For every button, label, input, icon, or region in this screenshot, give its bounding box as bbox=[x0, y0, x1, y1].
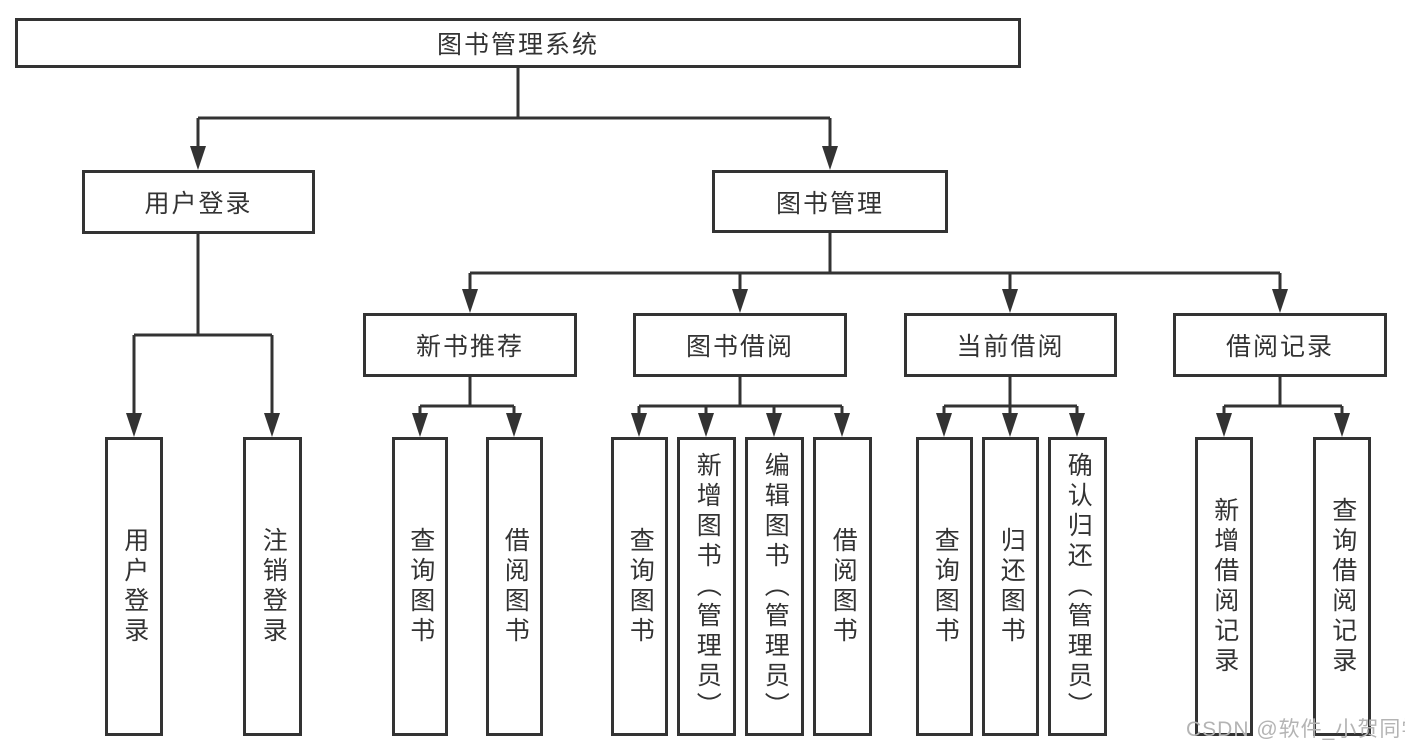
node-label: 借阅图书 bbox=[829, 526, 858, 647]
node-current-borrowing: 当前借阅 bbox=[904, 313, 1117, 377]
leaf-query-books-current: 查询图书 bbox=[916, 437, 973, 736]
node-borrowing-records: 借阅记录 bbox=[1173, 313, 1387, 377]
node-library-management-system: 图书管理系统 bbox=[15, 18, 1021, 68]
arrow-down-icon bbox=[1334, 413, 1350, 437]
leaf-logout: 注销登录 bbox=[243, 437, 302, 736]
leaf-query-books-recommend: 查询图书 bbox=[392, 437, 448, 736]
node-label: 查询图书 bbox=[931, 526, 960, 647]
arrow-down-icon bbox=[462, 289, 478, 313]
connector-userlogin-to-leaves bbox=[132, 234, 274, 417]
node-label: 用户登录 bbox=[144, 190, 253, 218]
arrow-down-icon bbox=[1002, 413, 1018, 437]
arrow-down-icon bbox=[264, 413, 280, 437]
leaf-query-borrow-record: 查询借阅记录 bbox=[1313, 437, 1371, 736]
arrow-down-icon bbox=[822, 146, 838, 170]
node-label: 查询图书 bbox=[626, 526, 655, 647]
node-label: 新增图书（管理员） bbox=[693, 451, 722, 722]
arrow-down-icon bbox=[506, 413, 522, 437]
leaf-confirm-return-admin: 确认归还（管理员） bbox=[1048, 437, 1107, 736]
node-label: 确认归还（管理员） bbox=[1064, 451, 1093, 722]
node-label: 用户登录 bbox=[120, 526, 149, 647]
leaf-borrow-books: 借阅图书 bbox=[813, 437, 872, 736]
leaf-query-books-borrow: 查询图书 bbox=[611, 437, 668, 736]
arrow-down-icon bbox=[412, 413, 428, 437]
arrow-down-icon bbox=[698, 413, 714, 437]
node-label: 新增借阅记录 bbox=[1210, 496, 1239, 677]
arrow-down-icon bbox=[631, 413, 647, 437]
node-label: 查询图书 bbox=[406, 526, 435, 647]
leaf-add-book-admin: 新增图书（管理员） bbox=[677, 437, 736, 736]
arrow-down-icon bbox=[1069, 413, 1085, 437]
arrow-down-icon bbox=[936, 413, 952, 437]
connector-records-to-leaves bbox=[1222, 377, 1344, 417]
arrow-down-icon bbox=[1216, 413, 1232, 437]
node-label: 归还图书 bbox=[997, 526, 1026, 647]
arrow-down-icon bbox=[1002, 289, 1018, 313]
leaf-return-books: 归还图书 bbox=[982, 437, 1039, 736]
arrow-down-icon bbox=[766, 413, 782, 437]
connector-root-to-level2 bbox=[196, 68, 832, 150]
node-label: 借阅图书 bbox=[501, 526, 530, 647]
arrow-down-icon bbox=[1272, 289, 1288, 313]
connector-bookmgmt-to-level3 bbox=[468, 233, 1282, 293]
node-label: 图书管理系统 bbox=[436, 31, 599, 59]
leaf-edit-book-admin: 编辑图书（管理员） bbox=[745, 437, 804, 736]
node-label: 新书推荐 bbox=[415, 333, 524, 361]
node-label: 编辑图书（管理员） bbox=[761, 451, 790, 722]
node-label: 当前借阅 bbox=[956, 333, 1065, 361]
arrow-down-icon bbox=[834, 413, 850, 437]
leaf-add-borrow-record: 新增借阅记录 bbox=[1195, 437, 1253, 736]
connector-bookborrow-to-leaves bbox=[637, 377, 844, 417]
leaf-user-login: 用户登录 bbox=[105, 437, 163, 736]
arrow-down-icon bbox=[126, 413, 142, 437]
node-label: 查询借阅记录 bbox=[1328, 496, 1357, 677]
leaf-borrow-books-recommend: 借阅图书 bbox=[486, 437, 543, 736]
csdn-watermark: CSDN @软件_小贺同学 bbox=[1186, 718, 1405, 741]
node-book-management: 图书管理 bbox=[712, 170, 948, 233]
node-label: 借阅记录 bbox=[1225, 333, 1334, 361]
connector-newbook-to-leaves bbox=[418, 377, 516, 417]
connector-currentborrow-to-leaves bbox=[942, 377, 1079, 417]
node-user-login: 用户登录 bbox=[82, 170, 315, 234]
node-book-borrowing: 图书借阅 bbox=[633, 313, 847, 377]
node-new-book-recommendation: 新书推荐 bbox=[363, 313, 577, 377]
arrow-down-icon bbox=[732, 289, 748, 313]
node-label: 图书借阅 bbox=[685, 333, 794, 361]
arrow-down-icon bbox=[190, 146, 206, 170]
node-label: 注销登录 bbox=[259, 526, 288, 647]
node-label: 图书管理 bbox=[775, 189, 884, 218]
